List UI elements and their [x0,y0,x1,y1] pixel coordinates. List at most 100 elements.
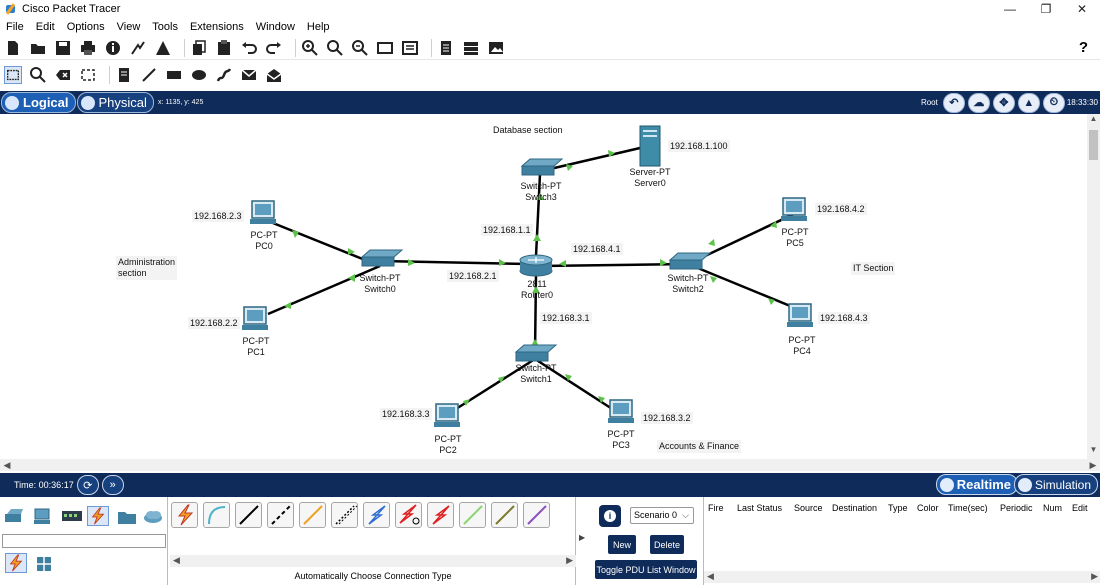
pc2-icon[interactable] [434,403,460,427]
draw-rectangle-icon[interactable] [165,66,183,84]
scroll-up-icon[interactable]: ▲ [1089,114,1098,123]
scroll-left-icon[interactable]: ◀ [173,555,180,565]
octal-cable-icon[interactable] [459,502,486,528]
custom-devices-icon[interactable] [401,39,419,57]
zoom-out-icon[interactable] [351,39,369,57]
usb-cable-icon[interactable] [523,502,550,528]
menu-help[interactable]: Help [306,21,330,33]
logical-tab[interactable]: Logical [1,92,76,113]
zoom-in-icon[interactable] [301,39,319,57]
pc3-icon[interactable] [608,399,634,423]
undo-icon[interactable] [240,39,258,57]
logical-workspace[interactable]: Database section Administration section … [0,114,1087,459]
menu-edit[interactable]: Edit [35,21,55,33]
iot-custom-cable-icon[interactable] [491,502,518,528]
column-header-periodic[interactable]: Periodic [1000,503,1033,513]
fiber-icon[interactable] [299,502,326,528]
scroll-left-icon[interactable]: ◀ [3,460,11,470]
scroll-down-icon[interactable]: ▼ [1089,445,1098,454]
scenario-select[interactable]: Scenario 0⌵ [630,507,694,524]
pc1-icon[interactable] [242,306,268,330]
back-icon[interactable]: ↶ [942,92,965,113]
console-cable-icon[interactable] [203,502,230,528]
new-scenario-button[interactable]: New [608,535,636,554]
menu-tools[interactable]: Tools [152,21,178,33]
scroll-thumb[interactable] [1089,130,1098,160]
column-header-color[interactable]: Color [917,503,939,513]
info-icon[interactable] [104,39,122,57]
connections-category-icon[interactable] [87,506,109,526]
scenario-info-button[interactable]: i [599,505,621,527]
power-cycle-icon[interactable]: ⟳ [76,475,99,495]
menu-file[interactable]: File [6,21,24,33]
pc4-icon[interactable] [787,303,813,327]
router0-icon[interactable] [519,254,553,277]
components-category-icon[interactable] [61,506,83,526]
workspace-vertical-scrollbar[interactable]: ▲ ▼ [1087,114,1100,459]
redo-icon[interactable] [265,39,283,57]
delete-scenario-button[interactable]: Delete [650,535,684,554]
menu-options[interactable]: Options [66,21,105,33]
help-button[interactable]: ? [1078,39,1088,56]
document-icon[interactable] [437,39,455,57]
drawing-palette-icon[interactable] [376,39,394,57]
draw-line-icon[interactable] [140,66,158,84]
open-folder-icon[interactable] [29,39,47,57]
device-search-input[interactable] [2,534,166,548]
activity-wizard-icon[interactable] [129,39,147,57]
note-icon[interactable] [115,66,133,84]
column-header-time[interactable]: Time(sec) [948,503,988,513]
restore-button[interactable]: ❐ [1040,2,1052,16]
zoom-reset-icon[interactable] [326,39,344,57]
connection-scrollbar[interactable]: ◀ ▶ [170,555,576,567]
select-tool-icon[interactable] [4,66,22,84]
coaxial-cable-icon[interactable] [363,502,390,528]
server-stack-icon[interactable] [462,39,480,57]
inspect-icon[interactable] [29,66,47,84]
network-devices-category-icon[interactable] [3,506,25,526]
toggle-pdu-list-button[interactable]: Toggle PDU List Window [595,560,697,579]
fast-forward-icon[interactable]: » [101,475,124,495]
copper-cross-over-icon[interactable] [267,502,294,528]
network-info-icon[interactable] [154,39,172,57]
column-header-last-status[interactable]: Last Status [737,503,783,513]
realtime-mode-button[interactable]: Realtime [935,474,1018,495]
close-button[interactable]: ✕ [1076,2,1088,16]
image-icon[interactable] [487,39,505,57]
switch3-icon[interactable] [520,158,564,176]
pc0-icon[interactable] [250,200,276,224]
workspace-horizontal-scrollbar[interactable]: ◀ ▶ [0,459,1100,471]
pc5-icon[interactable] [781,197,807,221]
menu-extensions[interactable]: Extensions [189,21,244,33]
draw-ellipse-icon[interactable] [190,66,208,84]
connections-subtype-icon[interactable] [5,553,27,573]
note-accounts-finance[interactable]: Accounts & Finance [657,440,742,453]
new-file-icon[interactable] [4,39,22,57]
menu-window[interactable]: Window [255,21,295,33]
save-icon[interactable] [54,39,72,57]
clock-icon[interactable]: ⏲ [1042,92,1065,113]
scroll-right-icon[interactable]: ▶ [566,555,573,565]
paste-icon[interactable] [215,39,233,57]
column-header-type[interactable]: Type [888,503,908,513]
switch2-icon[interactable] [668,252,712,270]
cluster-icon[interactable]: ☁ [967,92,990,113]
simulation-mode-button[interactable]: Simulation [1013,474,1098,495]
scroll-right-icon[interactable]: ▶ [1089,460,1097,470]
end-devices-category-icon[interactable] [32,506,54,526]
serial-dte-icon[interactable] [427,502,454,528]
scroll-right-icon[interactable]: ▶ [1091,571,1098,581]
column-header-destination[interactable]: Destination [832,503,878,513]
serial-dce-icon[interactable] [395,502,422,528]
column-header-source[interactable]: Source [794,503,823,513]
pdu-table-scrollbar[interactable]: ◀ ▶ [704,571,1100,583]
switch1-icon[interactable] [514,344,558,362]
background-image-icon[interactable]: ▲ [1017,92,1040,113]
move-viewport-icon[interactable]: ✥ [992,92,1015,113]
freeform-icon[interactable] [215,66,233,84]
menu-view[interactable]: View [116,21,141,33]
minimize-button[interactable]: — [1004,2,1016,16]
scroll-left-icon[interactable]: ◀ [707,571,714,581]
note-administration-section[interactable]: Administration section [116,256,178,280]
panel-collapse-icon[interactable]: ▶ [579,533,586,542]
